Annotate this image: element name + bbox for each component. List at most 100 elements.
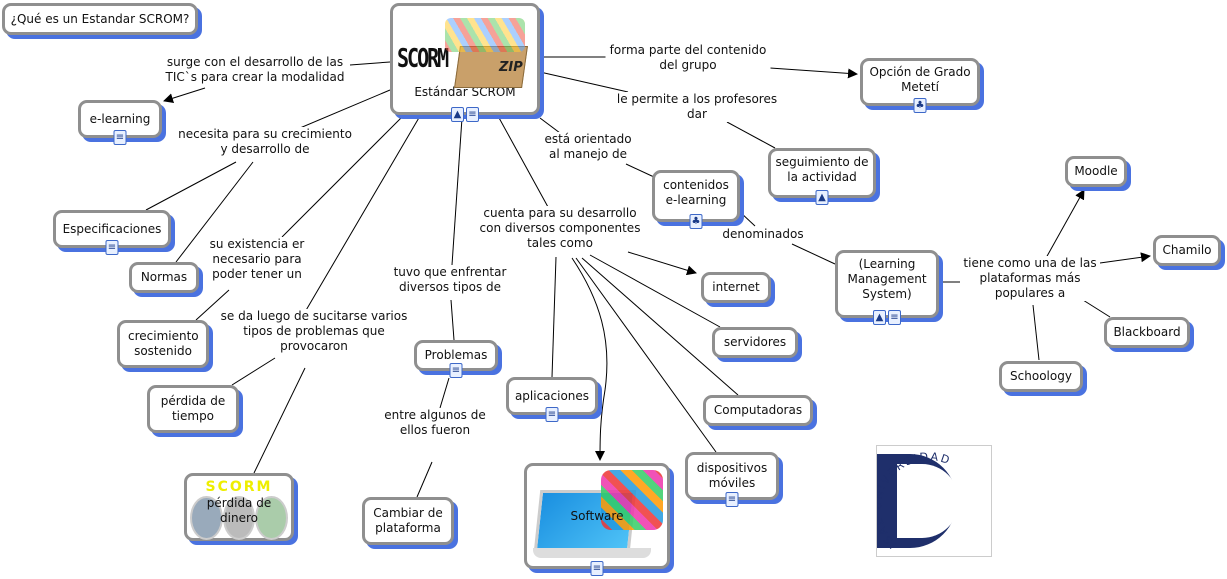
resource-badges: ≡ (545, 407, 559, 422)
link-line (281, 115, 404, 238)
concept-label: aplicaciones (514, 388, 590, 403)
note-icon[interactable]: ≡ (590, 561, 604, 576)
note-icon[interactable]: ≡ (545, 407, 559, 422)
link-phrase-forma-parte[interactable]: forma parte del contenido del grupo (605, 43, 771, 73)
isae-universidad-logo: ISAE UNIVERSIDAD (876, 445, 992, 557)
concept-label: Chamilo (1162, 243, 1212, 257)
link-line (625, 163, 655, 178)
link-line (581, 257, 739, 396)
concept-label: Estándar SCROM (414, 85, 516, 99)
resource-badges: ▲ (815, 190, 829, 205)
concept-label: Problemas (424, 348, 488, 362)
scorm-logo-text: SCORM (397, 42, 449, 74)
concept-label: pérdida de tiempo (160, 394, 226, 423)
concept-blackboard[interactable]: Blackboard (1104, 317, 1190, 348)
concept-aplicaciones[interactable]: aplicaciones ≡ (506, 377, 598, 422)
concept-label: Computadoras (713, 403, 803, 417)
link-phrase-permite[interactable]: le permite a los profesores dar (614, 92, 780, 122)
link-line (175, 161, 254, 263)
link-line (163, 87, 206, 104)
concept-seguimiento-actividad[interactable]: seguimiento de la actividad ▲ (768, 148, 876, 205)
concept-computadoras[interactable]: Computadoras (703, 395, 813, 426)
concept-perdida-tiempo[interactable]: pérdida de tiempo (147, 385, 239, 433)
link-line (769, 67, 858, 79)
link-phrase-surge[interactable]: surge con el desarrollo de las TIC`s par… (162, 55, 348, 85)
concept-label: (Learning Management System) (847, 257, 927, 301)
concept-label: Opción de Grado Metetí (869, 65, 971, 94)
link-phrase-orientado[interactable]: está orientado al manejo de (538, 132, 638, 162)
link-line (416, 461, 433, 498)
link-line (551, 256, 557, 378)
concept-label: Normas (140, 270, 188, 284)
note-icon[interactable]: ≡ (105, 240, 119, 255)
concept-map-icon[interactable]: ♣ (913, 98, 927, 113)
image-icon[interactable]: ▲ (451, 107, 464, 122)
concept-label: seguimiento de la actividad (775, 155, 869, 184)
concept-label: Blackboard (1113, 325, 1181, 339)
note-icon[interactable]: ≡ (466, 107, 479, 122)
link-line (439, 377, 450, 409)
link-line (450, 299, 455, 341)
concept-label: servidores (723, 335, 787, 349)
link-line (726, 121, 776, 149)
link-line (1032, 304, 1040, 361)
concept-moodle[interactable]: Moodle (1065, 156, 1127, 187)
concept-dispositivos-moviles[interactable]: dispositivos móviles≡ (685, 452, 779, 507)
link-line (349, 61, 391, 66)
resource-badges: ♣ (913, 98, 927, 113)
concept-map-icon[interactable]: ♣ (689, 214, 703, 229)
resource-badges: ▲≡ (873, 310, 901, 325)
link-phrase-tuvo[interactable]: tuvo que enfrentar diversos tipos de (387, 265, 513, 295)
coins-image (190, 496, 289, 540)
title-text: ¿Qué es un Estandar SCROM? (10, 11, 190, 26)
resource-badges: ≡ (590, 561, 604, 576)
concept-servidores[interactable]: servidores (712, 327, 798, 358)
resource-badges: ≡ (113, 130, 127, 145)
link-line (589, 254, 721, 328)
note-icon[interactable]: ≡ (888, 310, 901, 325)
concept-schoology[interactable]: Schoology (999, 361, 1083, 392)
link-line (627, 251, 697, 276)
concept-label: Software (570, 508, 624, 523)
concept-label: contenidos e-learning (663, 178, 729, 207)
concept-e-learning[interactable]: e-learning≡ (78, 100, 162, 145)
link-line (451, 117, 463, 266)
concept-problemas[interactable]: Problemas≡ (414, 340, 498, 378)
concept-crecimiento-sostenido[interactable]: crecimiento sostenido (117, 320, 209, 368)
link-line (571, 257, 608, 461)
concept-chamilo[interactable]: Chamilo (1153, 235, 1221, 266)
link-line (145, 161, 237, 211)
concept-label: Schoology (1010, 369, 1072, 383)
link-phrase-existencia[interactable]: su existencia er necesario para poder te… (207, 237, 307, 282)
link-phrase-entre[interactable]: entre algunos de ellos fueron (380, 408, 490, 438)
concept-internet[interactable]: internet (701, 272, 771, 303)
concept-normas[interactable]: Normas (129, 262, 199, 293)
concept-lms[interactable]: (Learning Management System) ▲≡ (835, 250, 939, 325)
concept-contenidos-e-learning[interactable]: contenidos e-learning ♣ (652, 170, 740, 229)
link-phrase-necesita[interactable]: necesita para su crecimiento y desarroll… (175, 127, 355, 157)
image-icon[interactable]: ▲ (873, 310, 886, 325)
concept-especificaciones[interactable]: Especificaciones≡ (53, 210, 171, 255)
note-icon[interactable]: ≡ (449, 363, 463, 378)
link-phrase-cuenta[interactable]: cuenta para su desarrollo con diversos c… (474, 206, 646, 251)
resource-badges: ≡ (725, 492, 739, 507)
title-node[interactable]: ¿Qué es un Estandar SCROM? (2, 3, 198, 35)
concept-opcion-grado-meteti[interactable]: Opción de Grado Metetí ♣ (860, 58, 980, 113)
concept-cambiar-plataforma[interactable]: Cambiar de plataforma (362, 497, 454, 545)
note-icon[interactable]: ≡ (113, 130, 127, 145)
image-icon[interactable]: ▲ (815, 190, 829, 205)
link-phrase-tiene[interactable]: tiene como una de las plataformas más po… (960, 256, 1100, 301)
link-phrase-se-da[interactable]: se da luego de sucitarse varios tipos de… (219, 309, 409, 354)
concept-estandar-scorm[interactable]: SCORM ZIP Estándar SCROM ▲≡ (390, 3, 540, 122)
link-line (739, 211, 756, 227)
link-line (304, 115, 421, 313)
link-phrase-denominados[interactable]: denominados (722, 227, 804, 242)
concept-software[interactable]: Software ≡ (524, 463, 670, 576)
concept-label: Moodle (1074, 164, 1118, 178)
note-icon[interactable]: ≡ (725, 492, 739, 507)
link-line (791, 243, 836, 265)
concept-perdida-dinero[interactable]: SCORM pérdida de dinero (184, 473, 294, 541)
resource-badges: ≡ (105, 240, 119, 255)
